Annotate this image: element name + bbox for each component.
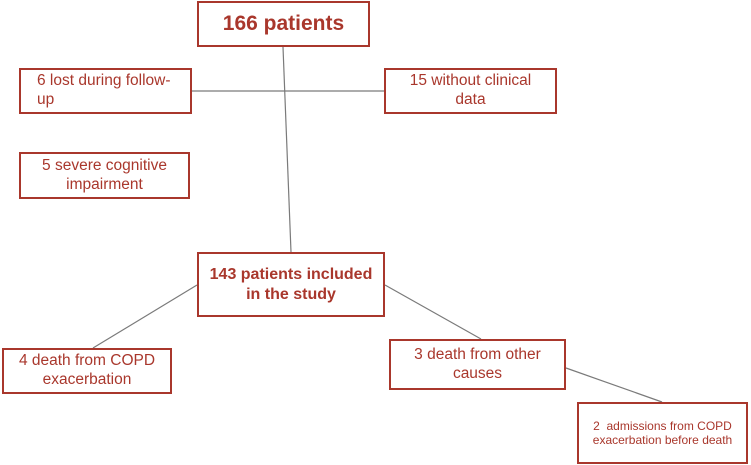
cognitive-impairment-box: 5 severe cognitive impairment — [19, 152, 190, 199]
copd-death-label: 4 death from COPD exacerbation — [18, 352, 156, 388]
other-death-box: 3 death from other causes — [389, 339, 566, 390]
no-clinical-data-box: 15 without clinical data — [384, 68, 557, 114]
included-patients-box: 143 patients included in the study — [197, 252, 385, 317]
included-patients-label: 143 patients included in the study — [209, 266, 373, 303]
admissions-box: 2 admissions from COPD exacerbation befo… — [577, 402, 748, 464]
other-death-label: 3 death from other causes — [414, 345, 541, 382]
no-clinical-data-label: 15 without clinical data — [409, 72, 532, 108]
admissions-label: 2 admissions from COPD exacerbation befo… — [592, 418, 736, 447]
total-patients-label: 166 patients — [222, 12, 345, 36]
connector-included-to-other — [384, 284, 482, 340]
total-patients-box: 166 patients — [197, 1, 370, 47]
connector-other-to-admissions — [565, 367, 663, 403]
lost-followup-box: 6 lost during follow-up — [19, 68, 192, 114]
connector-included-to-copd — [92, 284, 198, 349]
copd-death-box: 4 death from COPD exacerbation — [2, 348, 172, 394]
connector-top-to-included — [282, 46, 292, 253]
lost-followup-label: 6 lost during follow-up — [37, 72, 171, 108]
cognitive-impairment-label: 5 severe cognitive impairment — [42, 156, 167, 193]
